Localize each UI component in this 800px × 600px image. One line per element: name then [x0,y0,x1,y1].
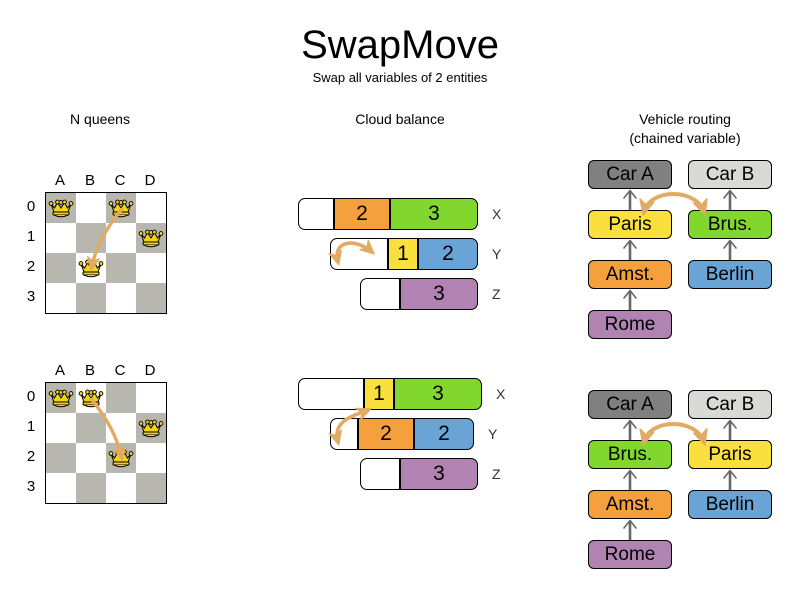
cloud-process-2[interactable]: 2 [334,198,390,230]
vrp-chain-link-arrow [723,239,737,263]
vrp-chain-link-arrow [623,189,637,213]
board-file-label-C: C [114,362,126,379]
vrp-node-berlin[interactable]: Berlin [688,260,772,289]
cloud-process-2[interactable]: 2 [418,238,478,270]
board-cell-D3[interactable] [136,283,166,313]
board-rank-label-0: 0 [26,388,36,405]
board-rank-label-3: 3 [26,478,36,495]
vrp-chain-link-arrow [723,419,737,443]
board-cell-C3[interactable] [106,283,136,313]
column-header-cloud-balance: Cloud balance [355,111,445,127]
column-header-vehicle-routing-line1: Vehicle routing [639,111,731,127]
board-cell-B3[interactable] [76,473,106,503]
board-file-label-B: B [84,362,95,379]
board-cell-C1[interactable] [106,223,136,253]
vrp-chain-link-arrow [623,239,637,263]
cloud-process-2[interactable]: 2 [414,418,474,450]
vrp-node-amst[interactable]: Amst. [588,260,672,289]
board-file-label-D: D [144,172,156,189]
board-cell-A3[interactable] [46,473,76,503]
cloud-free-space [360,278,400,310]
vrp-node-brus[interactable]: Brus. [588,440,672,469]
cloud-process-3[interactable]: 3 [400,458,478,490]
queen-move-arrow [87,207,124,271]
cloud-computer-label-z: Z [492,466,501,482]
board-cell-A1[interactable] [46,413,76,443]
board-cell-D2[interactable] [136,443,166,473]
cloud-free-space [298,198,334,230]
board-cell-D0[interactable] [136,193,166,223]
board-cell-D0[interactable] [136,383,166,413]
board-file-label-C: C [114,172,126,189]
board-rank-label-3: 3 [26,288,36,305]
vrp-chain-link-arrow [623,419,637,443]
board-cell-C0[interactable] [106,383,136,413]
board-rank-label-2: 2 [26,448,36,465]
board-cell-B3[interactable] [76,283,106,313]
cloud-process-1[interactable]: 1 [364,378,394,410]
vrp-node-cara[interactable]: Car A [588,160,672,189]
board-cell-C2[interactable] [106,253,136,283]
board-cell-B1[interactable] [76,413,106,443]
vrp-swap-arrow [639,192,708,216]
vrp-node-berlin[interactable]: Berlin [688,490,772,519]
cloud-process-1[interactable]: 1 [388,238,418,270]
board-cell-D2[interactable] [136,253,166,283]
queen-move-arrow [89,397,126,461]
column-header-nqueens: N queens [70,111,130,127]
vrp-chain-link-arrow [723,469,737,493]
cloud-process-3[interactable]: 3 [400,278,478,310]
cloud-swap-arrow [328,239,375,266]
vrp-node-carb[interactable]: Car B [688,390,772,419]
cloud-free-space [360,458,400,490]
cloud-computer-label-y: Y [492,246,502,262]
board-cell-A3[interactable] [46,283,76,313]
board-cell-A1[interactable] [46,223,76,253]
board-rank-label-1: 1 [26,418,36,435]
column-header-vehicle-routing: Vehicle routing (chained variable) [600,110,770,148]
board-rank-label-0: 0 [26,198,36,215]
board-rank-label-1: 1 [26,228,36,245]
vrp-chain-link-arrow [623,519,637,543]
vrp-chain-link-arrow [723,189,737,213]
board-file-label-A: A [54,362,65,379]
vrp-node-paris[interactable]: Paris [688,440,772,469]
cloud-free-space [298,378,364,410]
vrp-node-cara[interactable]: Car A [588,390,672,419]
board-cell-A2[interactable] [46,443,76,473]
vrp-swap-arrow [639,422,708,446]
vrp-node-rome[interactable]: Rome [588,540,672,569]
vrp-node-amst[interactable]: Amst. [588,490,672,519]
cloud-computer-label-z: Z [492,286,501,302]
vrp-chain-link-arrow [623,469,637,493]
board-cell-A2[interactable] [46,253,76,283]
board-file-label-B: B [84,172,95,189]
vrp-node-carb[interactable]: Car B [688,160,772,189]
board-file-label-A: A [54,172,65,189]
board-file-label-D: D [144,362,156,379]
cloud-process-3[interactable]: 3 [394,378,482,410]
board-cell-D3[interactable] [136,473,166,503]
board-cell-B0[interactable] [76,193,106,223]
cloud-computer-label-y: Y [488,426,498,442]
board-cell-B2[interactable] [76,443,106,473]
cloud-computer-label-x: X [492,206,502,222]
column-header-vehicle-routing-line2: (chained variable) [629,130,741,146]
cloud-computer-label-x: X [496,386,506,402]
board-rank-label-2: 2 [26,258,36,275]
cloud-swap-arrow [328,407,372,446]
board-cell-C3[interactable] [106,473,136,503]
vrp-chain-link-arrow [623,289,637,313]
page-subtitle: Swap all variables of 2 entities [312,70,488,85]
page-title: SwapMove [301,23,499,67]
vrp-node-paris[interactable]: Paris [588,210,672,239]
cloud-process-3[interactable]: 3 [390,198,478,230]
vrp-node-rome[interactable]: Rome [588,310,672,339]
